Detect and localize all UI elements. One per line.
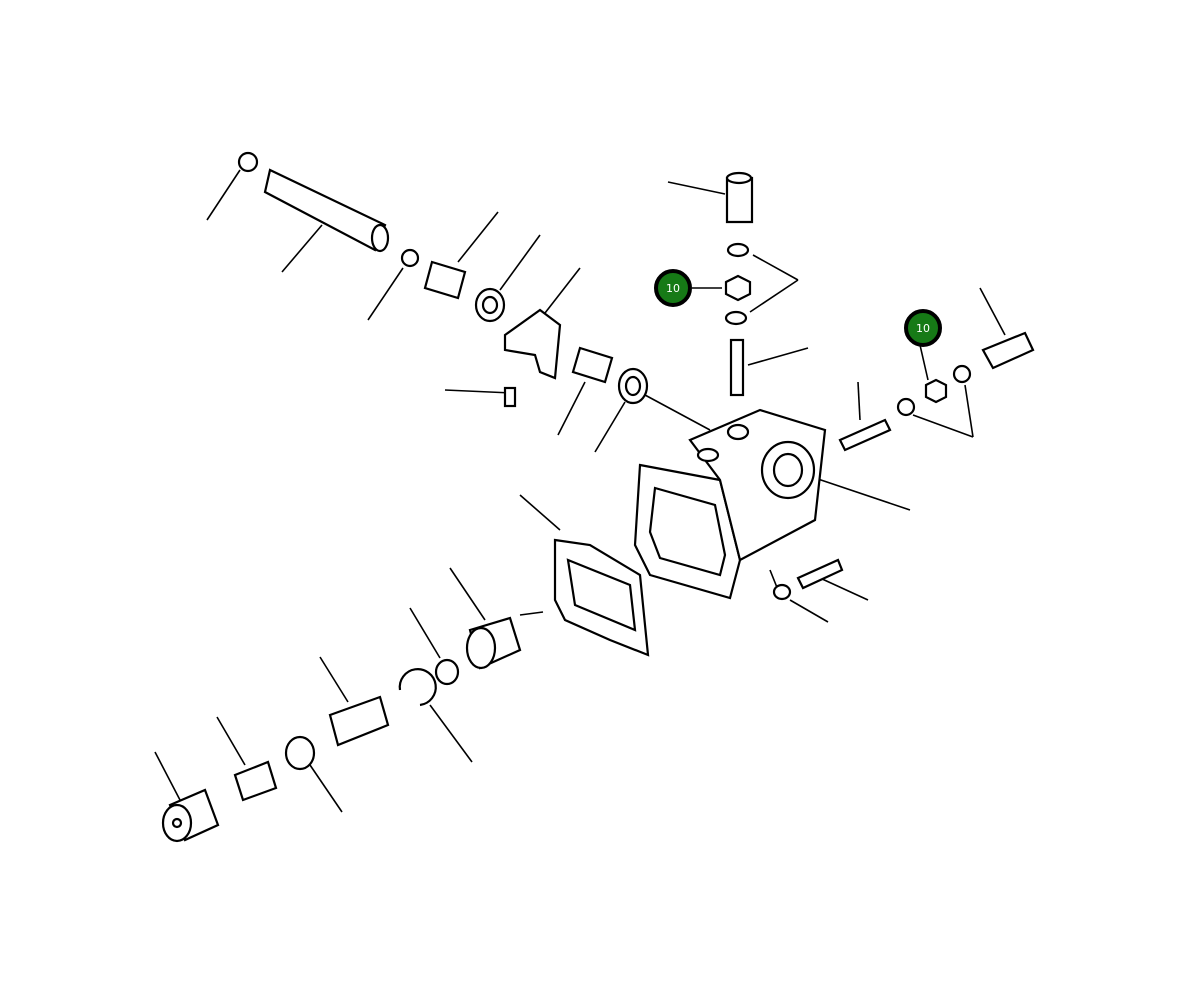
- callout-label: 10: [916, 322, 930, 335]
- stud: [729, 338, 745, 397]
- spool-shaft: [237, 151, 420, 268]
- bushing-middle: [571, 346, 649, 405]
- spring-large: [328, 695, 390, 747]
- snap-ring: [398, 668, 437, 707]
- callout-badge[interactable]: 10: [904, 309, 942, 347]
- valve-housing: [633, 408, 827, 600]
- piston: [465, 616, 522, 670]
- spring-small: [233, 760, 278, 802]
- spring-seat: [284, 735, 316, 771]
- plug-top: [725, 171, 754, 224]
- nut-right: [924, 378, 948, 404]
- washer-top: [726, 242, 750, 258]
- nut-top: [724, 274, 752, 302]
- washer-right: [896, 397, 916, 417]
- leader-lines: [154, 169, 1006, 813]
- washer-lower: [724, 310, 748, 326]
- gasket-inner: [566, 558, 637, 632]
- stud-right: [838, 418, 892, 452]
- washer-right-2: [952, 364, 972, 384]
- end-cap: [161, 788, 220, 843]
- lever: [503, 308, 562, 408]
- o-ring: [434, 658, 460, 686]
- bolt-lower-right: [772, 558, 844, 601]
- plug-right: [981, 331, 1035, 370]
- bushing-upper: [423, 260, 506, 323]
- callout-label: 10: [666, 282, 680, 295]
- callout-badge[interactable]: 10: [654, 269, 692, 307]
